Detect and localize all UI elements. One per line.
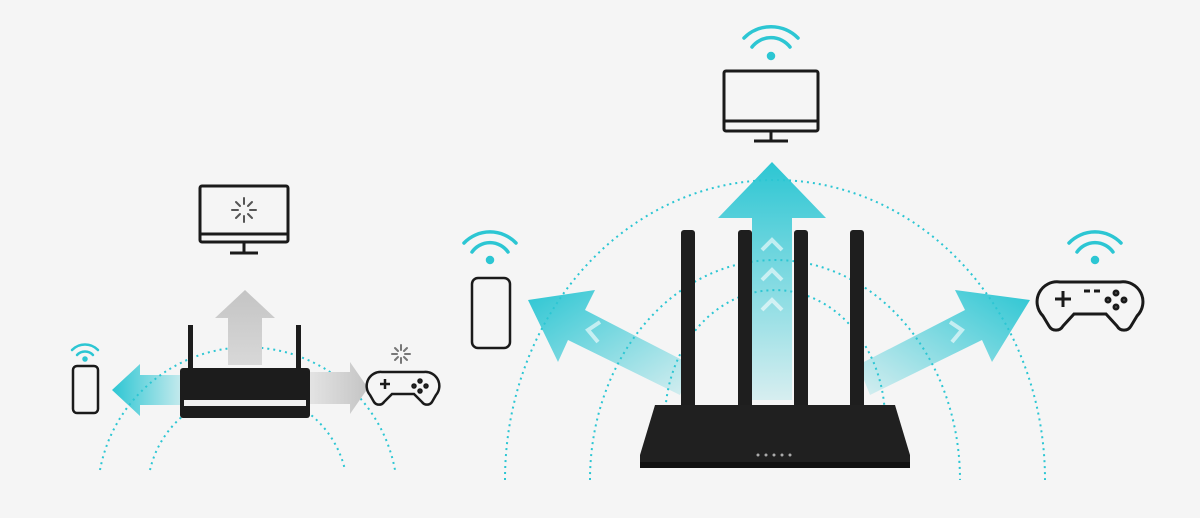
phone-icon <box>470 276 512 350</box>
wifi-icon <box>462 230 518 265</box>
weak-arrow-right <box>305 362 368 414</box>
coverage-rings <box>99 346 396 471</box>
router-small <box>180 325 310 418</box>
signal-arrow-left <box>528 290 692 395</box>
right-scene <box>462 24 1145 481</box>
wifi-icon <box>742 24 800 61</box>
loading-spinner-icon <box>231 197 257 223</box>
wifi-icon <box>70 343 100 362</box>
loading-spinner-icon <box>391 344 411 364</box>
chevrons <box>585 237 965 344</box>
phone-icon <box>71 364 100 415</box>
monitor-icon <box>198 184 290 255</box>
router-archer <box>640 230 910 468</box>
gamepad-icon <box>365 370 441 406</box>
wifi-icon <box>1067 230 1123 265</box>
monitor-icon <box>722 69 820 143</box>
signal-arrow-up <box>718 162 826 400</box>
left-scene <box>70 184 441 471</box>
signal-arrow-left <box>112 364 185 416</box>
gamepad-icon <box>1035 280 1145 332</box>
signal-arrow-right <box>858 290 1030 395</box>
weak-arrow-up <box>215 290 275 365</box>
